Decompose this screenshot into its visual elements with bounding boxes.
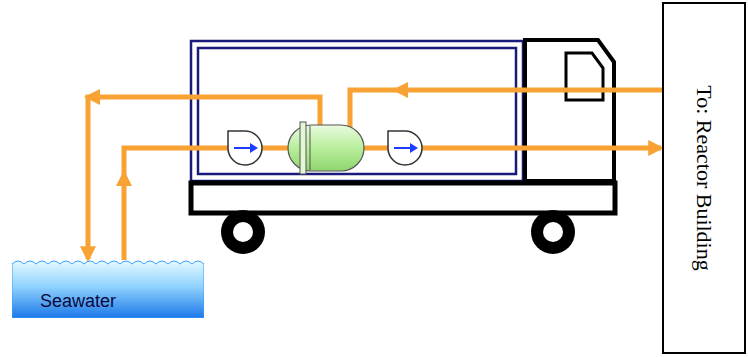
pool-label: Seawater [40, 291, 116, 312]
heat-exchanger [288, 122, 364, 174]
flow-arrowhead [84, 89, 100, 105]
truck-cab [525, 40, 614, 181]
flow-arrow [88, 90, 662, 259]
flow-arrow [124, 148, 661, 260]
wheel-hub [543, 222, 563, 242]
truck-wheel [221, 210, 265, 254]
destination-label: To: Reactor Building [691, 85, 717, 270]
seawater-pool: Seawater [12, 258, 204, 318]
flow-arrowhead [116, 170, 132, 186]
truck-wheel [531, 210, 575, 254]
destination-box: To: Reactor Building [662, 2, 746, 354]
wheel-hub [233, 222, 253, 242]
cab-window [566, 53, 603, 100]
truck-container-outer [191, 41, 523, 181]
truck-chassis [191, 183, 615, 213]
truck-container-inner [198, 48, 516, 174]
flow-arrowhead [392, 82, 408, 98]
pump-symbol [228, 131, 262, 165]
pump-symbol [388, 131, 422, 165]
